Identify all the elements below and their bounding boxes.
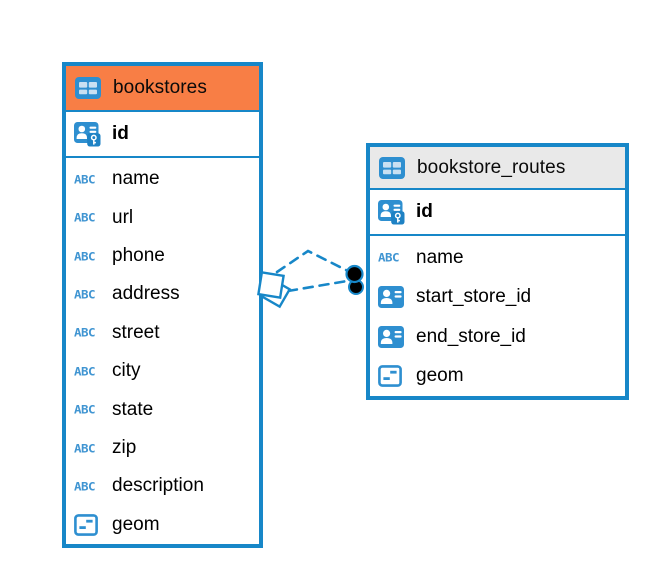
relation-source-diamond	[257, 271, 292, 309]
geometry-type-icon	[378, 365, 408, 387]
column-row[interactable]: geom	[370, 357, 625, 397]
table-icon	[75, 77, 105, 99]
column-name: street	[112, 321, 160, 343]
text-type-icon: ABC	[74, 172, 96, 187]
primary-key-icon	[74, 122, 104, 147]
pk-divider	[66, 156, 259, 158]
reference-type-icon	[378, 286, 408, 308]
text-type-icon: ABC	[74, 364, 96, 379]
relationship-line-upper	[275, 249, 352, 274]
pk-divider	[370, 234, 625, 236]
column-name: id	[416, 201, 433, 222]
text-type-icon: ABC	[74, 325, 96, 340]
column-row[interactable]: geom	[66, 506, 259, 544]
column-row[interactable]: start_store_id	[370, 278, 625, 318]
text-type-icon: ABC	[74, 441, 96, 455]
column-row[interactable]: ABC name	[66, 160, 259, 198]
primary-key-icon	[378, 200, 408, 225]
column-row[interactable]: ABC street	[66, 314, 259, 352]
text-type-icon: ABC	[74, 402, 96, 417]
table-title: bookstores	[113, 77, 207, 98]
relationship-line-lower	[286, 279, 349, 293]
column-name: url	[112, 206, 134, 228]
column-row[interactable]: ABC address	[66, 275, 259, 313]
text-type-icon: ABC	[74, 210, 96, 225]
column-name: phone	[112, 245, 165, 267]
table-node-bookstores[interactable]: bookstores id ABC name ABC url ABC phone	[62, 62, 263, 548]
reference-type-icon	[378, 326, 408, 348]
geometry-type-icon	[74, 514, 104, 536]
column-name: end_store_id	[416, 325, 526, 347]
text-type-icon: ABC	[74, 249, 96, 263]
relationship-link[interactable]	[257, 249, 364, 309]
relation-endpoint-dot	[348, 279, 364, 295]
column-name: geom	[416, 365, 464, 387]
table-header-bookstore-routes[interactable]: bookstore_routes	[370, 147, 625, 188]
relation-endpoint-dot	[345, 264, 364, 284]
column-name: description	[112, 475, 204, 497]
text-type-icon: ABC	[74, 479, 96, 494]
column-row[interactable]: ABC city	[66, 352, 259, 390]
column-list: ABC name start_store_id end_store_id ge	[370, 236, 625, 396]
column-list: ABC name ABC url ABC phone ABC address A…	[66, 158, 259, 544]
column-name: geom	[112, 513, 160, 535]
column-name: state	[112, 398, 154, 420]
column-row[interactable]: ABC state	[66, 390, 259, 428]
header-divider	[66, 110, 259, 112]
column-row[interactable]: ABC name	[370, 238, 625, 278]
column-row[interactable]: ABC description	[66, 467, 259, 505]
column-name: name	[416, 246, 464, 268]
column-row[interactable]: end_store_id	[370, 317, 625, 357]
column-row-id[interactable]: id	[370, 190, 625, 234]
column-name: id	[112, 123, 129, 144]
table-icon	[379, 157, 409, 179]
table-node-bookstore-routes[interactable]: bookstore_routes id ABC name start_store…	[366, 143, 629, 400]
column-row[interactable]: ABC url	[66, 198, 259, 236]
column-name: address	[112, 283, 180, 305]
text-type-icon: ABC	[378, 250, 400, 265]
column-row-id[interactable]: id	[66, 112, 259, 156]
column-name: zip	[112, 437, 137, 459]
header-divider	[370, 188, 625, 190]
text-type-icon: ABC	[74, 287, 96, 302]
column-row[interactable]: ABC phone	[66, 237, 259, 275]
column-name: name	[112, 168, 160, 190]
column-name: city	[112, 360, 141, 382]
table-header-bookstores[interactable]: bookstores	[66, 66, 259, 110]
column-row[interactable]: ABC zip	[66, 429, 259, 467]
column-name: start_store_id	[416, 286, 532, 308]
table-title: bookstore_routes	[417, 156, 566, 178]
